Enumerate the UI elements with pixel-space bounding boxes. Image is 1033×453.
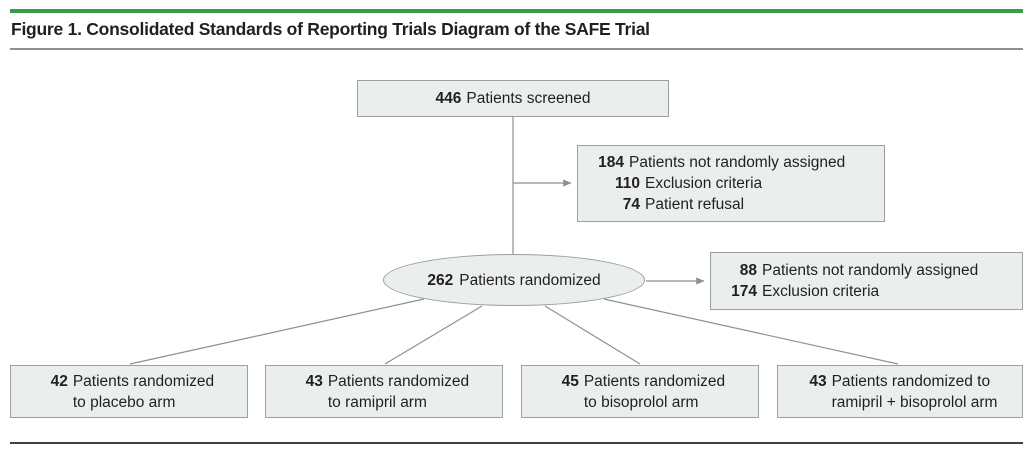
row-label: Patients screened [466, 90, 591, 107]
node-row: to placebo arm [44, 392, 214, 413]
row-count: 43 [305, 372, 323, 390]
node-not-randomly-assigned-second: 88 Patients not randomly assigned 174 Excl… [710, 252, 1023, 310]
row-label: Patients not randomly assigned [762, 262, 979, 279]
connector-to-arm-bisoprolol [544, 305, 641, 365]
node-row: 262 Patients randomized [427, 270, 600, 291]
node-row: to bisoprolol arm [555, 392, 725, 413]
row-count: 184 [598, 154, 624, 171]
node-row: ramipril + bisoprolol arm [803, 392, 998, 413]
row-count: 174 [731, 283, 757, 300]
node-not-randomly-assigned-screening: 184 Patients not randomly assigned 110 Exc… [577, 145, 885, 222]
title-divider-rule [10, 48, 1023, 50]
row-count: 110 [614, 175, 640, 192]
row-label: to placebo arm [72, 393, 176, 411]
row-label: Exclusion criteria [762, 283, 880, 300]
row-label: Patient refusal [645, 196, 745, 213]
node-row: to ramipril arm [299, 392, 469, 413]
connector-to-arm-ramipril [384, 305, 483, 365]
row-label: Patients randomized [459, 271, 601, 289]
top-accent-rule [10, 9, 1023, 13]
connector-to-arm-placebo [129, 298, 425, 365]
node-row: 184 Patients not randomly assigned [592, 152, 845, 173]
row-label: Patients randomized [583, 372, 726, 390]
row-label: Patients not randomly assigned [629, 154, 846, 171]
row-count: 446 [435, 90, 462, 107]
node-row: 74 Patient refusal [592, 194, 845, 215]
row-count: 88 [739, 262, 757, 279]
row-label: to bisoprolol arm [583, 393, 699, 411]
row-label: Patients randomized to [831, 372, 991, 390]
row-label: ramipril + bisoprolol arm [831, 393, 998, 411]
row-label: Exclusion criteria [645, 175, 763, 192]
row-count: 45 [561, 372, 579, 390]
row-label: Patients randomized [72, 372, 215, 390]
bottom-rule [10, 442, 1023, 445]
row-count: 262 [427, 271, 454, 289]
node-patients-randomized: 262 Patients randomized [383, 254, 645, 306]
row-count: 42 [50, 372, 68, 390]
node-row: 88 Patients not randomly assigned [725, 260, 979, 281]
node-row: 110 Exclusion criteria [592, 173, 845, 194]
row-count: 74 [622, 196, 640, 213]
figure-title: Figure 1. Consolidated Standards of Repo… [11, 19, 650, 39]
row-count: 43 [809, 372, 827, 390]
row-label: to ramipril arm [327, 393, 427, 411]
node-row: 174 Exclusion criteria [725, 281, 978, 302]
row-label: Patients randomized [327, 372, 470, 390]
